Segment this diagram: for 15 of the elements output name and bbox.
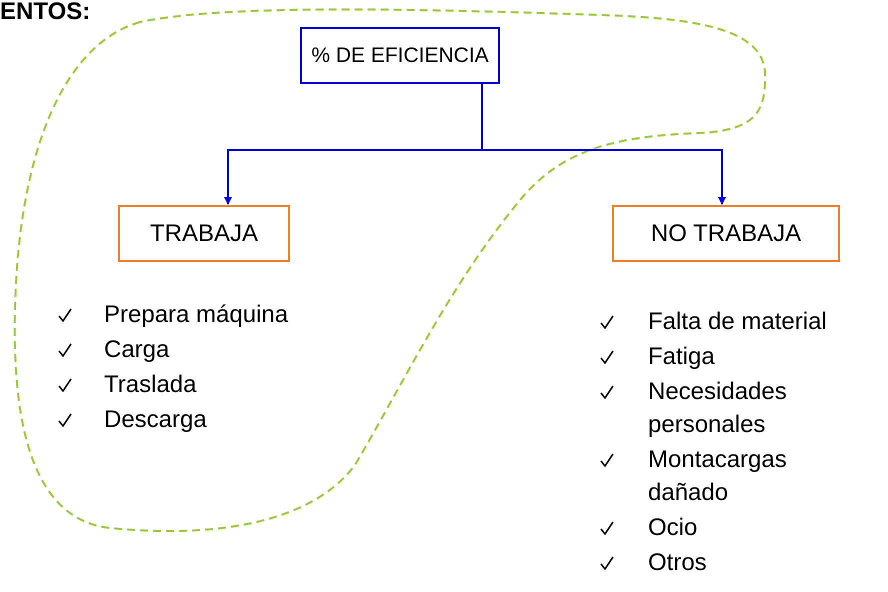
list-item-text: Ocio bbox=[648, 513, 698, 543]
list-item-text: Carga bbox=[104, 335, 170, 365]
list-item-text: Fatiga bbox=[648, 342, 716, 372]
list-item-text: Falta de material bbox=[648, 307, 828, 337]
list-item-text: Traslada bbox=[104, 370, 198, 400]
process-box: TRABAJA bbox=[118, 205, 290, 262]
list-item-text: Necesidades personales bbox=[648, 377, 788, 440]
process-box: % DE EFICIENCIA bbox=[300, 27, 500, 84]
arrow bbox=[481, 84, 726, 205]
process-box: NO TRABAJA bbox=[612, 205, 840, 262]
list-item-text: Montacargas dañado bbox=[648, 445, 788, 508]
list-item-text: Otros bbox=[648, 548, 708, 578]
list-item-text: Descarga bbox=[104, 405, 208, 435]
list-item-text: Prepara máquina bbox=[104, 300, 290, 330]
heading-text: ENTOS: bbox=[0, 0, 90, 27]
